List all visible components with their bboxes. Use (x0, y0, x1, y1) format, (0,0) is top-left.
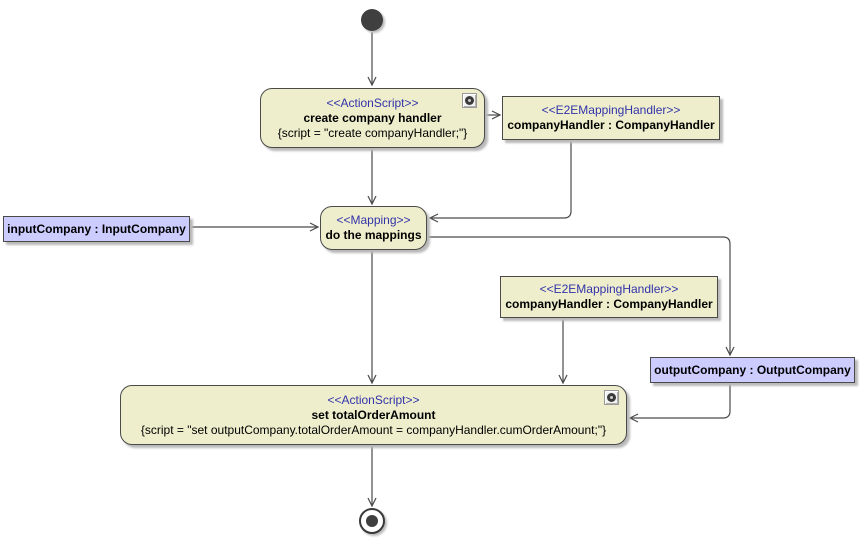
final-node[interactable] (359, 508, 385, 534)
final-node-dot (366, 515, 378, 527)
action-node-create-company-handler[interactable]: <<ActionScript>> create company handler … (260, 88, 485, 148)
handler-node-companyhandler-bottom[interactable]: <<E2EMappingHandler>> companyHandler : C… (500, 276, 718, 318)
object-node-outputcompany[interactable]: outputCompany : OutputCompany (650, 357, 855, 383)
gear-glyph (465, 96, 474, 105)
action-name: do the mappings (325, 228, 422, 242)
object-node-inputcompany[interactable]: inputCompany : InputCompany (3, 216, 190, 242)
object-name: outputCompany : OutputCompany (654, 362, 851, 377)
stereotype-label: <<ActionScript>> (326, 95, 419, 110)
script-property: {script = "set outputCompany.totalOrderA… (140, 422, 607, 437)
action-name: create company handler (303, 110, 442, 125)
script-property: {script = "create companyHandler;"} (277, 125, 468, 140)
stereotype-label: <<ActionScript>> (327, 392, 420, 407)
handler-name: companyHandler : CompanyHandler (507, 118, 715, 132)
edge-outputcompany-to-set (628, 384, 731, 423)
edge-companyhandler-top-to-mapping (428, 141, 572, 223)
stereotype-label: <<Mapping>> (336, 213, 411, 227)
object-name: inputCompany : InputCompany (7, 221, 186, 236)
action-node-do-the-mappings[interactable]: <<Mapping>> do the mappings (320, 206, 427, 250)
stereotype-label: <<E2EMappingHandler>> (539, 282, 679, 296)
handler-node-companyhandler-top[interactable]: <<E2EMappingHandler>> companyHandler : C… (502, 96, 720, 140)
action-gear-icon (604, 390, 619, 405)
action-gear-icon (462, 93, 477, 108)
initial-node[interactable] (361, 9, 383, 31)
stereotype-label: <<E2EMappingHandler>> (541, 103, 681, 117)
action-name: set totalOrderAmount (311, 407, 436, 422)
gear-glyph (607, 393, 616, 402)
handler-name: companyHandler : CompanyHandler (505, 297, 713, 311)
edge-mapping-to-outputcompany (428, 236, 735, 357)
action-node-set-totalorderamount[interactable]: <<ActionScript>> set totalOrderAmount {s… (120, 385, 627, 445)
